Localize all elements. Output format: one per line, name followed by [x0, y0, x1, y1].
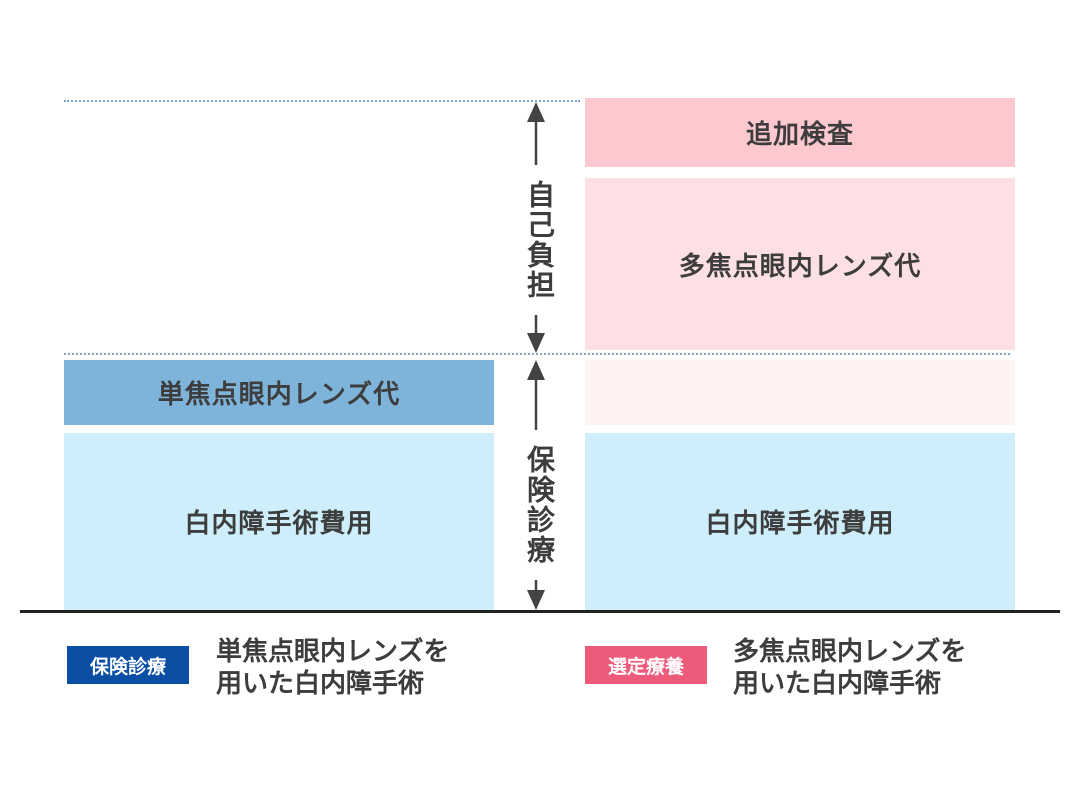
self-pay-vertical-label: 自己負担 [516, 165, 556, 315]
selective-care-badge-text: 選定療養 [607, 655, 684, 678]
left-monofocal-lens-label: 単焦点眼内レンズ代 [157, 380, 401, 410]
right-multifocal-lens-label: 多焦点眼内レンズ代 [678, 251, 922, 282]
right-description-line2: 用いた白内障手術 [733, 669, 942, 699]
left-description-line2: 用いた白内障手術 [216, 669, 425, 699]
insurance-vertical-label: 保険診療 [516, 430, 556, 580]
selective-care-badge: 選定療養 [585, 646, 707, 684]
right-description-line1: 多焦点眼内レンズを [733, 637, 967, 667]
right-cataract-surgery-label: 白内障手術費用 [705, 509, 895, 539]
baseline [20, 610, 1060, 613]
left-cataract-surgery-box: 白内障手術費用 [64, 433, 494, 610]
right-description: 多焦点眼内レンズを 用いた白内障手術 [733, 636, 966, 700]
insurance-badge: 保険診療 [67, 646, 189, 684]
right-additional-exam-box: 追加検査 [585, 98, 1015, 167]
left-cataract-surgery-label: 白内障手術費用 [184, 509, 374, 539]
insurance-badge-text: 保険診療 [89, 655, 166, 678]
right-insured-lens-placeholder-box [585, 360, 1015, 425]
left-description-line1: 単焦点眼内レンズを [216, 637, 450, 667]
left-monofocal-lens-box: 単焦点眼内レンズ代 [64, 360, 494, 425]
insurance-top-guide-line [64, 353, 1010, 355]
left-description: 単焦点眼内レンズを 用いた白内障手術 [216, 636, 449, 700]
right-multifocal-lens-box: 多焦点眼内レンズ代 [585, 178, 1015, 350]
right-cataract-surgery-box: 白内障手術費用 [585, 433, 1015, 610]
right-additional-exam-label: 追加検査 [745, 120, 854, 150]
self-pay-top-guide-line [64, 100, 580, 102]
